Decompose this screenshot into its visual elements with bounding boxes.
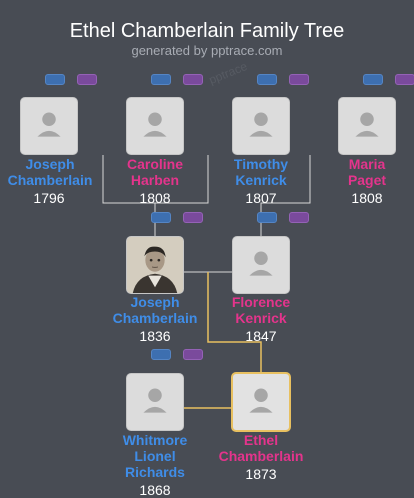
portrait-photo — [127, 237, 183, 293]
person-photo-timothy[interactable] — [232, 97, 290, 155]
name-line: Florence — [231, 294, 291, 310]
name-line: Caroline — [126, 156, 183, 172]
father-tab-icon[interactable] — [151, 74, 171, 85]
person-name-timothy[interactable]: Timothy Kenrick — [191, 156, 331, 188]
person-photo-joseph-sr[interactable] — [20, 97, 78, 155]
father-tab-icon[interactable] — [151, 212, 171, 223]
person-year-florence: 1847 — [245, 328, 277, 344]
mother-tab-icon[interactable] — [289, 212, 309, 223]
person-photo-whitmore[interactable] — [126, 373, 184, 431]
person-year-caroline: 1808 — [139, 190, 171, 206]
person-photo-joseph[interactable] — [126, 236, 184, 294]
mother-tab-icon[interactable] — [183, 212, 203, 223]
person-silhouette-icon — [355, 112, 379, 137]
person-year-whitmore: 1868 — [139, 482, 171, 498]
mother-tab-icon[interactable] — [183, 349, 203, 360]
person-photo-ethel[interactable] — [231, 372, 291, 432]
person-year-timothy: 1807 — [245, 190, 277, 206]
person-photo-maria[interactable] — [338, 97, 396, 155]
person-year-joseph: 1836 — [139, 328, 171, 344]
person-silhouette-icon — [249, 251, 273, 276]
page-subtitle: generated by pptrace.com — [131, 43, 283, 58]
person-year-maria: 1808 — [351, 190, 383, 206]
person-name-florence[interactable]: Florence Kenrick — [191, 294, 331, 326]
person-name-joseph-sr[interactable]: Joseph Chamberlain — [0, 156, 120, 188]
person-name-maria[interactable]: Maria Paget — [297, 156, 414, 188]
person-name-joseph[interactable]: Joseph Chamberlain — [85, 294, 225, 326]
person-photo-florence[interactable] — [232, 236, 290, 294]
person-year-ethel: 1873 — [245, 466, 277, 482]
name-line: Paget — [347, 172, 387, 188]
name-line: Kenrick — [235, 172, 287, 188]
name-line: Chamberlain — [7, 172, 93, 188]
name-line: Joseph — [130, 294, 180, 310]
person-silhouette-icon — [143, 112, 167, 137]
person-name-whitmore[interactable]: Whitmore Lionel Richards — [85, 432, 225, 480]
father-tab-icon[interactable] — [257, 74, 277, 85]
name-line: Lionel — [134, 448, 176, 464]
person-silhouette-icon — [249, 112, 273, 137]
father-tab-icon[interactable] — [45, 74, 65, 85]
name-line: Maria — [348, 156, 386, 172]
mother-tab-icon[interactable] — [395, 74, 414, 85]
mother-tab-icon[interactable] — [183, 74, 203, 85]
connector-highlight-to-ethel — [207, 272, 262, 372]
name-line: Whitmore — [122, 432, 188, 448]
page-title: Ethel Chamberlain Family Tree — [69, 20, 345, 42]
name-line: Chamberlain — [218, 448, 304, 464]
mother-tab-icon[interactable] — [289, 74, 309, 85]
person-silhouette-icon — [143, 388, 167, 413]
name-line: Chamberlain — [112, 310, 198, 326]
person-year-joseph-sr: 1796 — [33, 190, 65, 206]
name-line: Harben — [130, 172, 180, 188]
name-line: Joseph — [25, 156, 75, 172]
person-photo-caroline[interactable] — [126, 97, 184, 155]
person-name-ethel[interactable]: Ethel Chamberlain — [191, 432, 331, 464]
father-tab-icon[interactable] — [363, 74, 383, 85]
person-name-caroline[interactable]: Caroline Harben — [85, 156, 225, 188]
person-silhouette-icon — [249, 388, 273, 413]
father-tab-icon[interactable] — [151, 349, 171, 360]
person-silhouette-icon — [37, 112, 61, 137]
name-line: Timothy — [233, 156, 289, 172]
name-line: Ethel — [243, 432, 279, 448]
name-line: Richards — [125, 464, 185, 480]
mother-tab-icon[interactable] — [77, 74, 97, 85]
father-tab-icon[interactable] — [257, 212, 277, 223]
name-line: Kenrick — [235, 310, 287, 326]
